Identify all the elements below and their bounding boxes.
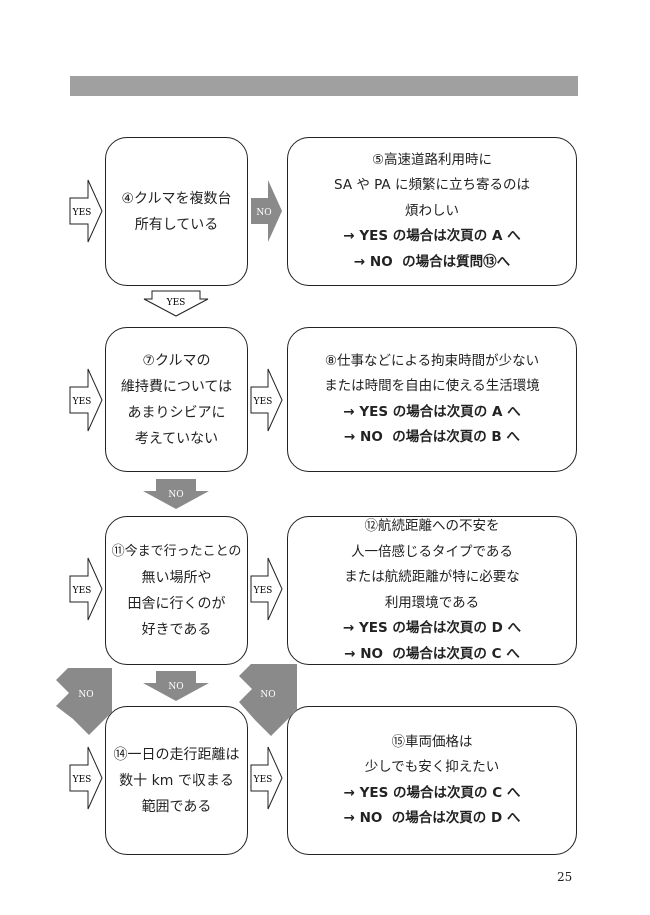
- no-instruction: → NO の場合は次頁の B へ: [344, 429, 520, 445]
- no-arrow-right: NO: [251, 180, 282, 242]
- question-line: 維持費については: [120, 378, 233, 395]
- question-line: 田舎に行くのが: [127, 595, 226, 612]
- yes-instruction: → YES の場合は次頁の C へ: [343, 784, 521, 801]
- no-arrow-diagonal: NO: [56, 668, 112, 735]
- yes-arrow-right: YES: [69, 179, 103, 243]
- result-box-15: ⑮車両価格は 少しでも安く抑えたい → YES の場合は次頁の C へ → NO…: [287, 706, 577, 855]
- header-bar: [70, 76, 578, 96]
- yes-label: YES: [253, 586, 273, 596]
- yes-label: YES: [72, 586, 92, 596]
- yes-label: YES: [72, 397, 92, 407]
- yes-arrow-right: YES: [69, 746, 103, 810]
- yes-arrow-right: YES: [69, 557, 103, 621]
- no-instruction: → NO の場合は次頁の D へ: [343, 810, 521, 826]
- yes-arrow-right: YES: [250, 557, 283, 621]
- no-label: NO: [78, 690, 93, 700]
- result-line: または時間を自由に使える生活環境: [324, 378, 540, 394]
- yes-arrow-down: YES: [143, 290, 209, 317]
- result-line: 煩わしい: [405, 202, 459, 219]
- result-box-12: ⑫航続距離への不安を 人一倍感じるタイプである または航続距離が特に必要な 利用…: [287, 516, 577, 665]
- result-line: 人一倍感じるタイプである: [351, 543, 513, 560]
- question-box-14: ⑭一日の走行距離は 数十 km で収まる 範囲である: [105, 706, 248, 855]
- result-line: ⑧仕事などによる拘束時間が少ない: [324, 352, 540, 369]
- question-line: 考えていない: [134, 430, 219, 447]
- result-line: SA や PA に頻繁に立ち寄るのは: [334, 177, 530, 194]
- no-instruction: → NO の場合は次頁の C へ: [344, 645, 520, 662]
- page-number: 25: [557, 870, 573, 884]
- question-line: ⑪今まで行ったことの: [111, 543, 242, 559]
- result-box-5: ⑤高速道路利用時に SA や PA に頻繁に立ち寄るのは 煩わしい → YES …: [287, 137, 577, 286]
- question-box-4: ④クルマを複数台 所有している: [105, 137, 248, 286]
- no-arrow-down: NO: [143, 479, 209, 509]
- result-line: ⑤高速道路利用時に: [371, 151, 493, 168]
- yes-label: YES: [253, 775, 273, 785]
- no-label: NO: [168, 682, 183, 692]
- result-line: または航続距離が特に必要な: [344, 569, 520, 585]
- question-line: ④クルマを複数台: [121, 190, 232, 207]
- question-line: あまりシビアに: [127, 404, 226, 421]
- yes-arrow-right: YES: [250, 368, 283, 432]
- result-line: ⑫航続距離への不安を: [364, 518, 500, 534]
- question-line: ⑭一日の走行距離は: [113, 746, 240, 763]
- question-line: 所有している: [134, 216, 219, 233]
- question-box-11: ⑪今まで行ったことの 無い場所や 田舎に行くのが 好きである: [105, 516, 248, 665]
- question-line: ⑦クルマの: [142, 352, 211, 369]
- question-line: 数十 km で収まる: [119, 772, 234, 789]
- no-label: NO: [256, 208, 271, 218]
- no-arrow-down: NO: [143, 671, 209, 701]
- yes-instruction: → YES の場合は次頁の D へ: [342, 620, 522, 636]
- no-label: NO: [260, 690, 275, 700]
- question-box-7: ⑦クルマの 維持費については あまりシビアに 考えていない: [105, 327, 248, 472]
- yes-instruction: → YES の場合は次頁の A へ: [343, 403, 521, 420]
- yes-arrow-right: YES: [69, 368, 103, 432]
- question-line: 無い場所や: [141, 569, 212, 586]
- yes-label: YES: [72, 775, 92, 785]
- yes-label: YES: [253, 397, 273, 407]
- yes-arrow-right: YES: [250, 746, 283, 810]
- result-line: ⑮車両価格は: [391, 733, 473, 750]
- no-label: NO: [168, 490, 183, 500]
- result-line: 少しでも安く抑えたい: [364, 759, 500, 775]
- result-line: 利用環境である: [384, 594, 480, 611]
- no-instruction: → NO の場合は質問⑬へ: [353, 253, 511, 270]
- question-line: 範囲である: [141, 798, 212, 815]
- question-line: 好きである: [141, 621, 212, 638]
- yes-label: YES: [72, 208, 92, 218]
- yes-label: YES: [166, 298, 186, 308]
- no-arrow-diagonal: NO: [239, 664, 297, 736]
- result-box-8: ⑧仕事などによる拘束時間が少ない または時間を自由に使える生活環境 → YES …: [287, 327, 577, 472]
- yes-instruction: → YES の場合は次頁の A へ: [343, 228, 521, 245]
